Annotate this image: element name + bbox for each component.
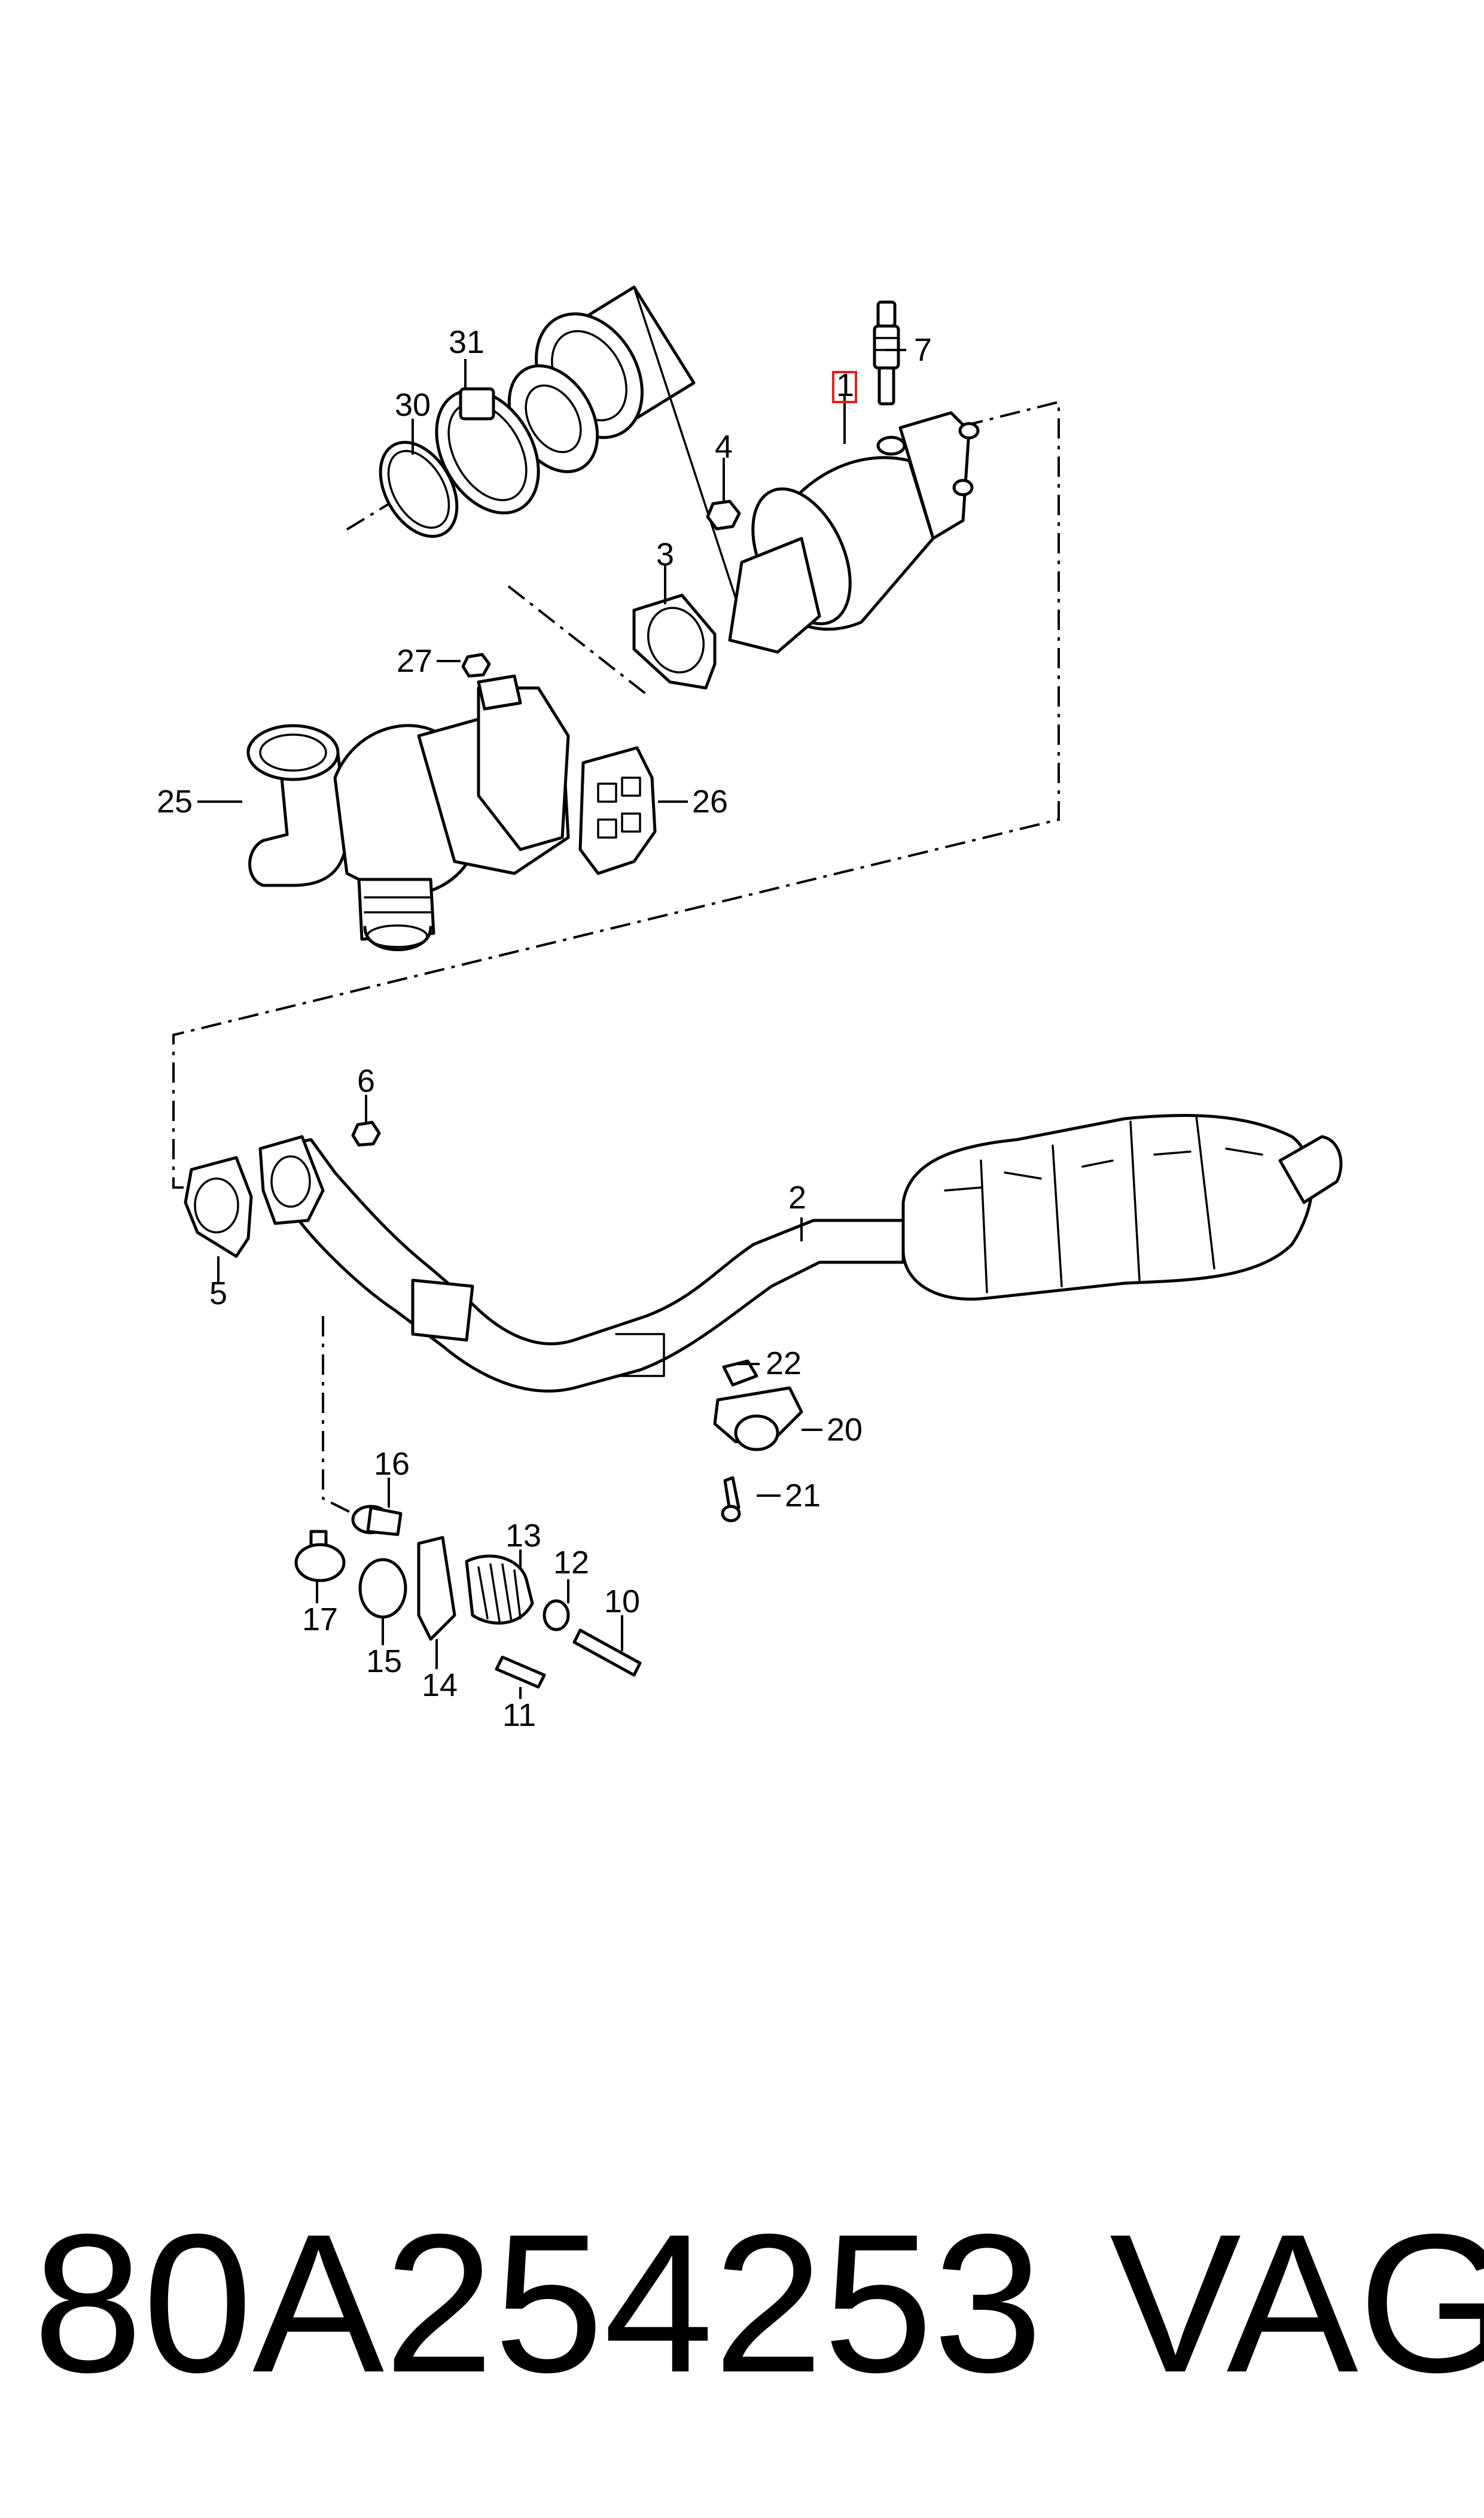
clamp-31: [435, 387, 540, 514]
nut-6: [351, 1121, 381, 1147]
callout-1: 1: [836, 367, 854, 403]
pipe-end-assembly: [507, 285, 737, 599]
mounting-hardware: [294, 1505, 642, 1689]
ring-30: [379, 440, 459, 538]
callout-16: 16: [374, 1446, 410, 1482]
callout-17: 17: [302, 1601, 338, 1637]
callout-20: 20: [827, 1412, 863, 1448]
callout-14: 14: [422, 1667, 458, 1703]
reference-lines: [172, 400, 1060, 1530]
exhaust-pipe-2: [258, 1113, 1343, 1393]
catalytic-converter-1: [728, 411, 980, 654]
callout-15: 15: [366, 1643, 402, 1679]
flange-gasket-3: [632, 593, 717, 690]
nut-4: [706, 500, 741, 531]
callout-11: 11: [502, 1697, 536, 1733]
callout-27: 27: [397, 643, 432, 679]
exhaust-diagram-svg: 1 2 3 4 5 6 7 10 11 12 13 14 15 16 17 20…: [157, 285, 1343, 1733]
callout-labels: 1 2 3 4 5 6 7 10 11 12 13 14 15 16 17 20…: [157, 324, 932, 1733]
callout-12: 12: [553, 1545, 589, 1581]
hanger-bracket-20: [713, 1359, 803, 1523]
turbocharger-25: [246, 674, 570, 951]
gasket-26: [578, 746, 657, 875]
callout-6: 6: [357, 1063, 375, 1099]
callout-30: 30: [395, 387, 431, 423]
callout-5: 5: [209, 1275, 227, 1311]
brand-name: VAG: [1110, 2193, 1484, 2413]
gasket-5: [184, 1156, 253, 1258]
bolt-27: [461, 653, 491, 678]
part-number: 80A254253: [33, 2193, 1043, 2413]
callout-21: 21: [785, 1478, 821, 1514]
sensor-7: [873, 300, 900, 406]
callout-2: 2: [788, 1180, 806, 1216]
callout-1-highlight: [832, 371, 857, 403]
callout-10: 10: [604, 1584, 640, 1619]
callout-31: 31: [449, 324, 484, 360]
callout-22: 22: [766, 1345, 802, 1381]
callout-26: 26: [692, 784, 728, 820]
callout-4: 4: [715, 429, 733, 465]
callout-13: 13: [505, 1518, 541, 1554]
callout-7: 7: [914, 332, 932, 368]
leader-lines: [197, 349, 906, 1699]
callout-25: 25: [157, 784, 193, 820]
callout-3: 3: [656, 537, 674, 573]
